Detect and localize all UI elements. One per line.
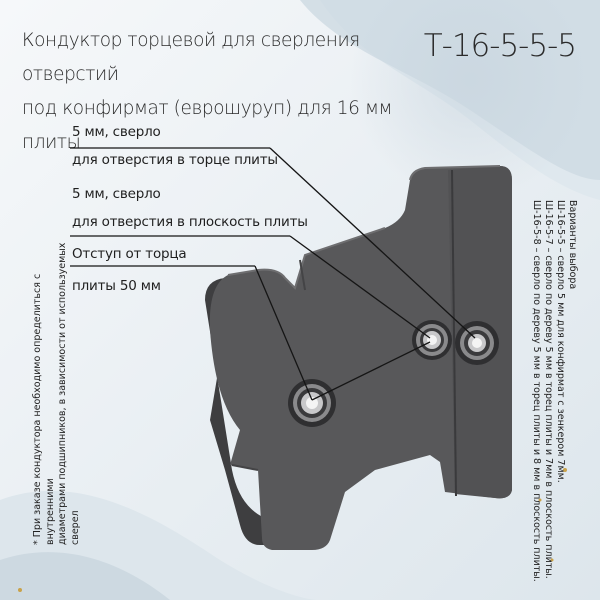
title-line-2: под конфирмат (еврошуруп) для 16 мм плит… (22, 98, 393, 153)
bearing-edge (455, 321, 499, 365)
side-note-left: * При заказе кондуктора необходимо опред… (32, 215, 82, 545)
variant-item: Ш-16-5-8 – сверло по дереву 5 мм в торец… (531, 200, 542, 582)
callout-edge-hole-size: 5 мм, сверло (72, 124, 161, 140)
product-title: Кондуктор торцевой для сверления отверст… (22, 24, 422, 160)
side-note-line-2: диаметрами подшипников, в зависимости от… (57, 242, 81, 545)
variants-list: Варианты выбора Ш-16-5-5 – сверло 5 мм д… (530, 200, 578, 582)
variants-heading: Варианты выбора (567, 200, 578, 290)
variant-item: Ш-16-5-5 – сверло 5 мм для конфирмат с з… (555, 200, 566, 483)
variant-item: Ш-16-5-7 – сверло по дереву 5 мм в торец… (543, 200, 554, 579)
bearing-offset (288, 379, 336, 427)
product-code: Т-16-5-5-5 (423, 28, 577, 64)
callout-face-hole-size: 5 мм, сверло (72, 186, 161, 202)
leader-lines (70, 147, 476, 401)
callout-offset-value: плиты 50 мм (72, 278, 161, 294)
callout-offset: Отступ от торца (72, 246, 187, 262)
title-line-1: Кондуктор торцевой для сверления отверст… (22, 30, 360, 85)
side-note-line-1: * При заказе кондуктора необходимо опред… (32, 273, 56, 545)
callout-face-hole-desc: для отверстия в плоскость плиты (72, 214, 308, 230)
jig-body (209, 166, 512, 550)
bearing-face (412, 320, 452, 360)
callout-edge-hole-desc: для отверстия в торце плиты (72, 152, 278, 168)
